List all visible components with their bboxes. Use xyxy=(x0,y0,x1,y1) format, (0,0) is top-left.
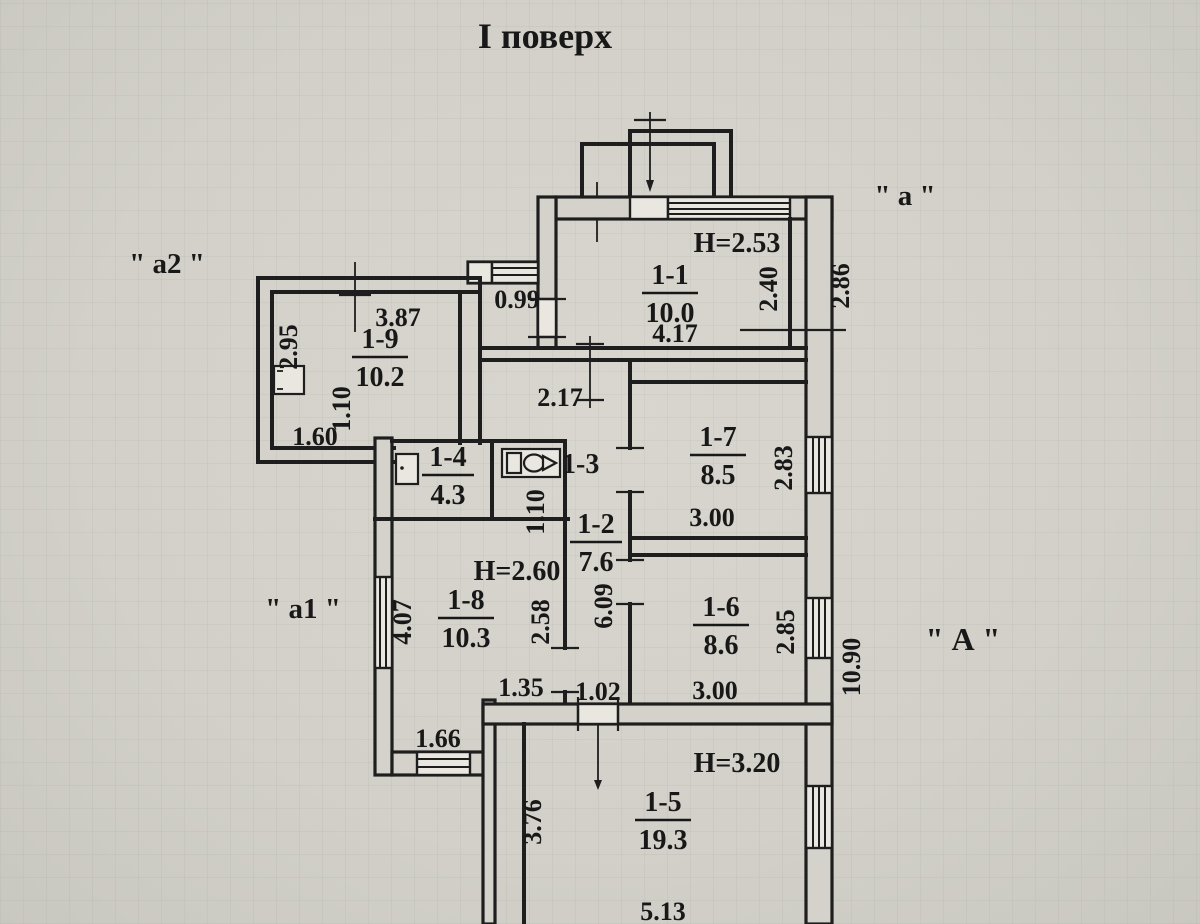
dim-102: 1.02 xyxy=(575,677,621,706)
dim-160: 1.60 xyxy=(292,422,338,451)
dim-135: 1.35 xyxy=(498,673,544,702)
door-to-1-1 xyxy=(536,297,558,339)
room-area: 4.3 xyxy=(431,480,466,511)
room-label-1-5: 1-5 19.3 xyxy=(635,787,691,856)
veranda-inner-wall xyxy=(270,290,482,450)
dim-407: 4.07 xyxy=(388,599,417,645)
dim-513: 5.13 xyxy=(640,897,686,924)
page-title: І поверх xyxy=(478,16,612,56)
axis-mark-a: " а " xyxy=(874,180,935,212)
dim-240: 2.40 xyxy=(754,266,783,312)
dim-285: 2.85 xyxy=(771,609,800,655)
axis-mark-a2: " а2 " xyxy=(129,248,205,280)
room-label-1-3: 1-3 xyxy=(562,449,599,480)
axis-mark-A: " А " xyxy=(926,621,1001,657)
room-area: 8.6 xyxy=(704,630,739,661)
dim-110a: 1.10 xyxy=(327,386,356,432)
room-id: 1-1 xyxy=(651,260,688,291)
height-1-5: Н=3.20 xyxy=(694,748,781,779)
door-1-5-opening xyxy=(576,702,620,726)
dim-258: 2.58 xyxy=(526,599,555,645)
north-door-opening xyxy=(628,195,670,221)
dim-286: 2.86 xyxy=(826,263,855,309)
room-area: 19.3 xyxy=(639,825,688,856)
dim-arrow xyxy=(594,780,602,790)
axis-mark-a1: " а1 " xyxy=(265,593,341,625)
partition-1-5-north xyxy=(481,702,834,726)
link-window xyxy=(490,260,540,285)
room-id: 1-8 xyxy=(447,585,484,616)
appliance-icon xyxy=(394,452,420,486)
dim-417: 4.17 xyxy=(652,319,698,348)
veranda-outer-wall xyxy=(256,276,482,464)
southwest-window xyxy=(415,750,472,777)
dim-099: 0.99 xyxy=(494,285,540,314)
dim-295: 2.95 xyxy=(274,324,303,370)
southwest-vertical-wall xyxy=(481,698,497,924)
room-id: 1-4 xyxy=(429,442,466,473)
dim-609: 6.09 xyxy=(589,583,618,629)
flue-outline-inner xyxy=(580,142,716,200)
dim-arrow xyxy=(646,180,654,192)
room-label-1-8: 1-8 10.3 xyxy=(438,585,494,654)
room-id: 1-7 xyxy=(699,422,736,453)
room-label-1-9: 1-9 10.2 xyxy=(352,324,408,393)
dim-1090: 10.90 xyxy=(837,638,866,697)
dim-283: 2.83 xyxy=(769,445,798,491)
dim-110b: 1.10 xyxy=(521,489,550,535)
dim-166: 1.66 xyxy=(415,724,461,753)
room-label-1-1: 1-1 10.0 xyxy=(642,260,698,329)
dim-376: 3.76 xyxy=(518,799,547,845)
dim-300b: 3.00 xyxy=(692,676,738,705)
flue-outline-outer xyxy=(628,129,733,200)
room-area: 10.2 xyxy=(356,362,405,393)
height-1-1: Н=2.53 xyxy=(694,228,781,259)
room-id: 1-5 xyxy=(644,787,681,818)
room-area: 10.0 xyxy=(646,298,695,329)
room-label-1-7: 1-7 8.5 xyxy=(690,422,746,491)
dim-387: 3.87 xyxy=(375,303,421,332)
room-label-1-2: 1-2 7.6 xyxy=(570,509,622,578)
dim-217: 2.17 xyxy=(537,383,583,412)
room-label-1-6: 1-6 8.6 xyxy=(693,592,749,661)
room-id: 1-6 xyxy=(702,592,739,623)
room-id: 1-2 xyxy=(577,509,614,540)
room-area: 7.6 xyxy=(579,547,614,578)
height-1-8: Н=2.60 xyxy=(474,556,561,587)
toilet-icon xyxy=(500,447,562,479)
room-label-1-4: 1-4 4.3 xyxy=(422,442,474,511)
appliance-mark xyxy=(400,466,404,470)
room-area: 8.5 xyxy=(701,460,736,491)
room-id: 1-9 xyxy=(361,324,398,355)
dim-300a: 3.00 xyxy=(689,503,735,532)
room-area: 10.3 xyxy=(442,623,491,654)
